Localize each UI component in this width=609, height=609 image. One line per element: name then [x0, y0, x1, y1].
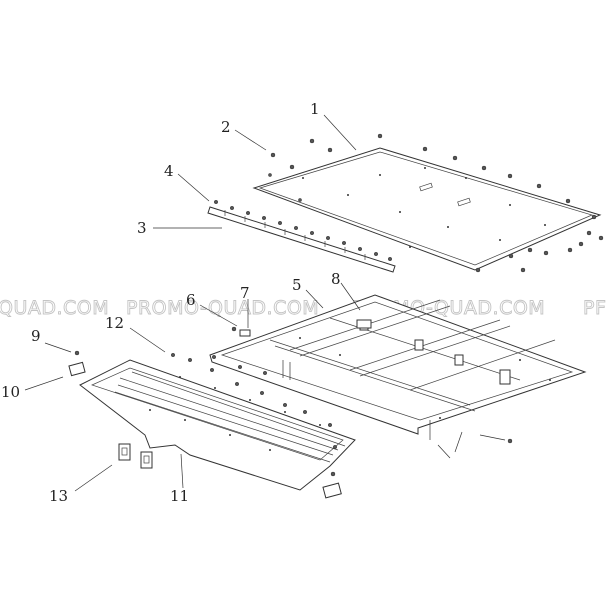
- callout-10: 10: [1, 383, 20, 401]
- callout-13: 13: [49, 487, 68, 505]
- top-cover-panel: [252, 147, 602, 271]
- watermark-center: PROMO-QUAD.COM: [126, 297, 319, 319]
- floor-panel: [79, 353, 356, 491]
- hinge-strip: [207, 199, 396, 273]
- callout-9: 9: [31, 327, 41, 345]
- callout-5: 5: [292, 276, 302, 294]
- small-clip-right: [322, 471, 342, 499]
- leader-lines: [24, 114, 361, 492]
- callout-8: 8: [331, 270, 341, 288]
- latches: [118, 443, 153, 469]
- watermark: QUAD.COM PROMO-QUAD.COM PROMO-QUAD.COM P…: [0, 297, 606, 320]
- callout-6: 6: [186, 291, 196, 309]
- small-clip-left: [68, 350, 86, 377]
- callout-4: 4: [164, 162, 174, 180]
- watermark-right: PF: [583, 297, 606, 319]
- callout-labels: 1 2 3 4 5 6 7 8 9 10 11 12 13: [1, 100, 341, 505]
- watermark-left: QUAD.COM: [0, 297, 109, 319]
- frame-clips: [231, 319, 372, 337]
- callout-1: 1: [310, 100, 320, 118]
- cover-bolts: [268, 133, 604, 273]
- callout-12: 12: [105, 314, 124, 332]
- callout-2: 2: [221, 118, 231, 136]
- callout-3: 3: [137, 219, 147, 237]
- callout-11: 11: [170, 487, 189, 505]
- callout-7: 7: [240, 284, 250, 302]
